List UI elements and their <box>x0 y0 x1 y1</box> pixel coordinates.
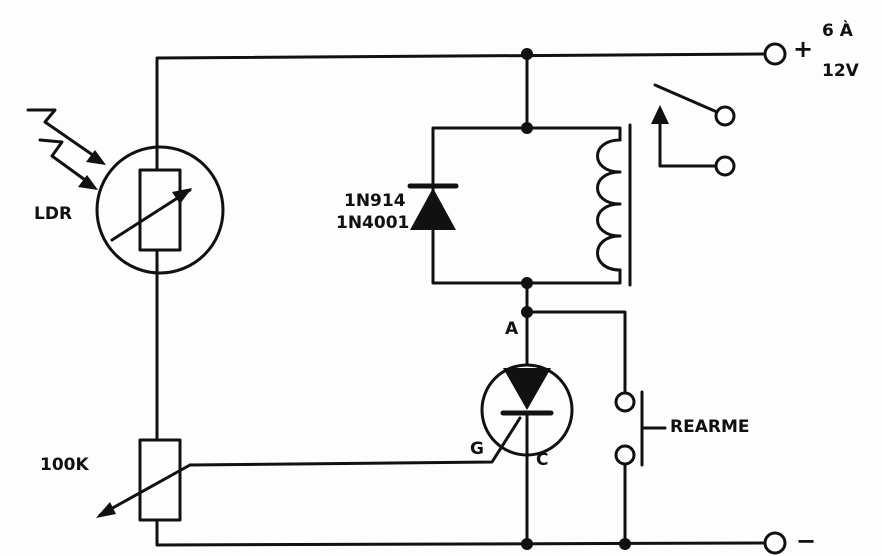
potentiometer <box>96 438 192 522</box>
ldr-label: LDR <box>34 204 73 224</box>
negative-terminal <box>763 531 787 555</box>
positive-terminal <box>763 42 787 66</box>
diode-label-2: 1N4001 <box>336 213 410 233</box>
supply-voltage-line2: 12V <box>822 61 859 81</box>
reset-button <box>614 390 667 545</box>
negative-sign: − <box>796 527 817 555</box>
reset-label: REARME <box>670 417 750 437</box>
light-arrows-icon <box>26 108 106 190</box>
diode-label-1: 1N914 <box>344 191 406 211</box>
pot-label: 100K <box>40 455 89 475</box>
scr-gate-label: G <box>470 439 484 459</box>
positive-rail <box>155 52 767 150</box>
negative-rail <box>155 518 767 547</box>
relay-contacts <box>651 83 736 177</box>
ldr <box>95 145 225 442</box>
junction-dots <box>521 48 631 550</box>
relay-coil <box>596 123 632 287</box>
scr-cathode-label: C <box>536 450 549 470</box>
relay-branch <box>431 52 627 395</box>
scr-anode-label: A <box>505 319 519 339</box>
scr <box>188 363 574 547</box>
positive-sign: + <box>793 35 814 63</box>
diode <box>407 183 459 230</box>
supply-voltage-line1: 6 À <box>822 21 853 41</box>
